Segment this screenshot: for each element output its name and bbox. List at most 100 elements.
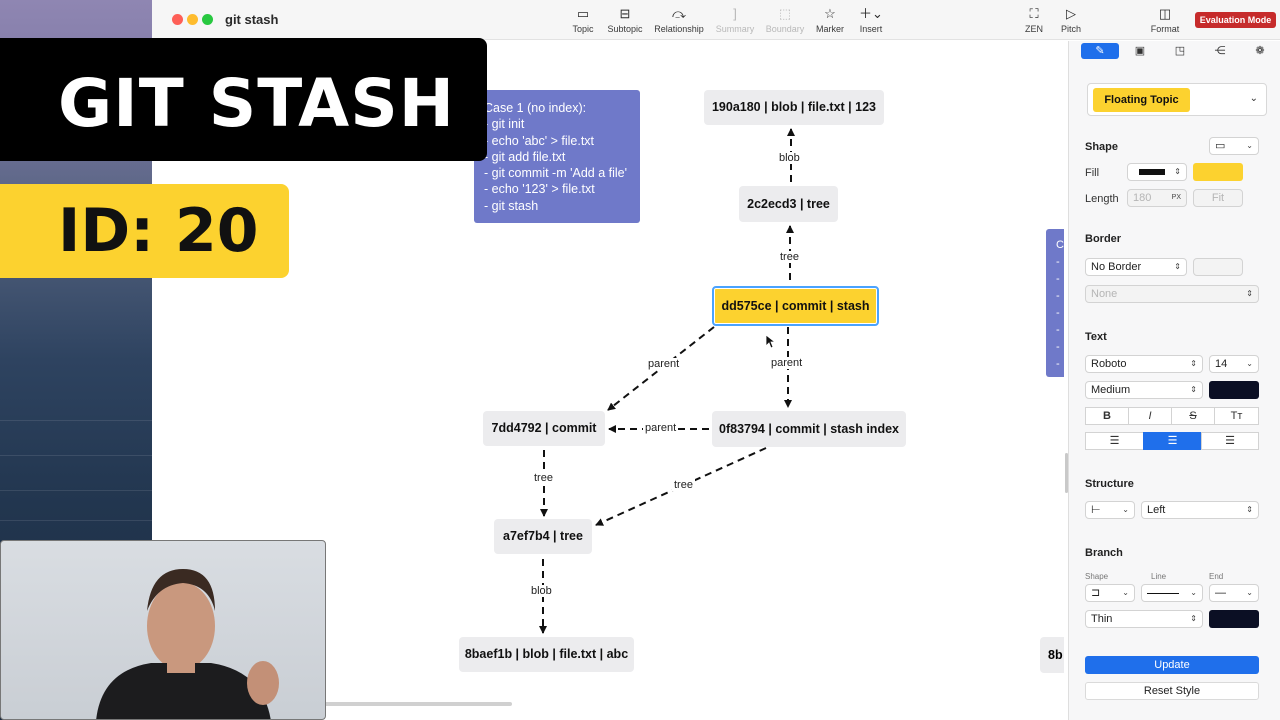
subtopic-button[interactable]: ⊟Subtopic — [607, 6, 643, 34]
floating-note-case2-partial[interactable]: C - - - - - - - — [1046, 229, 1064, 377]
structure-icon-select[interactable]: ⊢⌄ — [1085, 501, 1135, 519]
note-line: - — [1056, 307, 1060, 319]
zen-icon: ⛶ — [1029, 6, 1039, 21]
branch-color-swatch[interactable] — [1209, 610, 1259, 628]
star-icon: ☆ — [824, 6, 836, 21]
boundary-button[interactable]: ⬚Boundary — [765, 6, 805, 34]
topic-style-selector[interactable]: Floating Topic ⌄ — [1087, 83, 1267, 116]
minimize-window-button[interactable] — [187, 14, 198, 25]
border-color-swatch[interactable] — [1193, 258, 1243, 276]
horizontal-scrollbar[interactable] — [322, 702, 512, 706]
note-line: - — [1056, 273, 1060, 285]
chevron-down-icon: ⌄ — [1249, 93, 1258, 104]
align-center-icon: ☰ — [1167, 435, 1178, 447]
vertical-scrollbar[interactable] — [1065, 453, 1068, 493]
branch-thickness-value: Thin — [1091, 613, 1113, 625]
tab-map-style[interactable]: ▣ — [1121, 43, 1159, 59]
insert-button[interactable]: ＋⌄Insert — [856, 6, 886, 34]
length-value: 180 — [1133, 192, 1152, 204]
node-blob-123[interactable]: 190a180 | blob | file.txt | 123 — [704, 90, 884, 125]
note-line: - git add file.txt — [484, 149, 566, 164]
relationship-button[interactable]: ⤼Relationship — [654, 6, 704, 34]
presenter-image — [96, 569, 279, 719]
font-size-select[interactable]: 14⌄ — [1209, 355, 1259, 373]
border-width-select[interactable]: None⇕ — [1085, 285, 1259, 303]
shape-select[interactable]: ▭⌄ — [1209, 137, 1259, 155]
close-window-button[interactable] — [172, 14, 183, 25]
video-id: ID: 20 — [58, 196, 259, 266]
note-line: - — [1056, 358, 1060, 370]
reset-style-button[interactable]: Reset Style — [1085, 682, 1259, 700]
topic-button[interactable]: ▭Topic — [570, 6, 596, 34]
stepper-icon: ⇕ — [1190, 614, 1197, 623]
branch-end-select[interactable]: —⌄ — [1209, 584, 1259, 602]
zen-button[interactable]: ⛶ZEN — [1022, 6, 1046, 34]
fill-color-swatch[interactable] — [1193, 163, 1243, 181]
align-center-button[interactable]: ☰ — [1143, 432, 1202, 450]
relationship-icon: ⤼ — [672, 6, 686, 21]
branch-shape-icon: ⊐ — [1091, 587, 1101, 599]
evaluation-mode-badge[interactable]: Evaluation Mode — [1195, 12, 1276, 28]
font-weight-value: Medium — [1091, 384, 1131, 396]
notes-icon: ◳ — [1174, 45, 1186, 57]
boundary-icon: ⬚ — [778, 6, 792, 21]
italic-button[interactable]: I — [1128, 407, 1172, 425]
note-line: C — [1056, 239, 1064, 251]
align-right-icon: ☰ — [1225, 435, 1235, 447]
tab-style-brush[interactable]: ✎ — [1081, 43, 1119, 59]
floating-note-case1[interactable]: Case 1 (no index): - git init - echo 'ab… — [474, 90, 640, 223]
tab-outline[interactable]: ⋲ — [1201, 43, 1239, 59]
node-stash-index[interactable]: 0f83794 | commit | stash index — [712, 411, 906, 447]
note-line: - git init — [484, 117, 525, 132]
structure-direction-select[interactable]: Left⇕ — [1141, 501, 1259, 519]
branch-shape-label: Shape — [1085, 572, 1109, 581]
node-tree-a7ef7b4[interactable]: a7ef7b4 | tree — [494, 519, 592, 554]
note-line: Case 1 (no index): — [484, 101, 587, 115]
align-left-icon: ☰ — [1109, 435, 1120, 447]
stepper-icon: ⇕ — [1174, 167, 1181, 176]
outline-icon: ⋲ — [1214, 45, 1226, 57]
window-title: git stash — [225, 12, 279, 27]
align-right-button[interactable]: ☰ — [1201, 432, 1259, 450]
tab-theme[interactable]: ❁ — [1241, 43, 1279, 59]
font-family-select[interactable]: Roboto⇕ — [1085, 355, 1203, 373]
branch-line-select[interactable]: ⌄ — [1141, 584, 1203, 602]
update-style-button[interactable]: Update — [1085, 656, 1259, 674]
edge-label-tree: tree — [532, 472, 555, 484]
branch-thickness-select[interactable]: Thin ⇕ — [1085, 610, 1203, 628]
node-stash-commit[interactable]: dd575ce | commit | stash — [712, 286, 879, 326]
border-style-select[interactable]: No Border⇕ — [1085, 258, 1187, 276]
node-blob-abc[interactable]: 8baef1b | blob | file.txt | abc — [459, 637, 634, 672]
chevron-down-icon: ⌄ — [1122, 505, 1129, 514]
section-border-title: Border — [1085, 233, 1122, 245]
pitch-button[interactable]: ▷Pitch — [1058, 6, 1084, 34]
text-case-button[interactable]: Tт — [1214, 407, 1259, 425]
branch-shape-select[interactable]: ⊐⌄ — [1085, 584, 1135, 602]
note-line: - — [1056, 324, 1060, 336]
stepper-icon: ⇕ — [1174, 262, 1181, 271]
node-commit-7dd4792[interactable]: 7dd4792 | commit — [483, 411, 605, 446]
node-partial-offscreen[interactable]: 8b — [1040, 637, 1064, 673]
edge-label-blob: blob — [529, 585, 554, 597]
note-line: - — [1056, 256, 1060, 268]
node-tree-2c2ecd3[interactable]: 2c2ecd3 | tree — [739, 186, 838, 222]
format-button[interactable]: ◫Format — [1150, 6, 1180, 34]
zoom-window-button[interactable] — [202, 14, 213, 25]
summary-button[interactable]: ]Summary — [715, 6, 755, 34]
fill-pattern-select[interactable]: ⇕ — [1127, 163, 1187, 181]
marker-button[interactable]: ☆Marker — [815, 6, 844, 34]
bold-button[interactable]: B — [1085, 407, 1129, 425]
tab-notes[interactable]: ◳ — [1161, 43, 1199, 59]
fit-button[interactable]: Fit — [1193, 189, 1243, 207]
align-left-button[interactable]: ☰ — [1085, 432, 1144, 450]
brush-icon: ✎ — [1095, 45, 1105, 57]
mouse-cursor-icon — [766, 335, 776, 349]
font-weight-select[interactable]: Medium⇕ — [1085, 381, 1203, 399]
section-branch-title: Branch — [1085, 547, 1123, 559]
strikethrough-button[interactable]: S — [1171, 407, 1215, 425]
note-line: - — [1056, 290, 1060, 302]
chevron-down-icon: ⌄ — [1190, 588, 1197, 597]
text-color-swatch[interactable] — [1209, 381, 1259, 399]
video-title: GIT STASH — [58, 65, 456, 142]
